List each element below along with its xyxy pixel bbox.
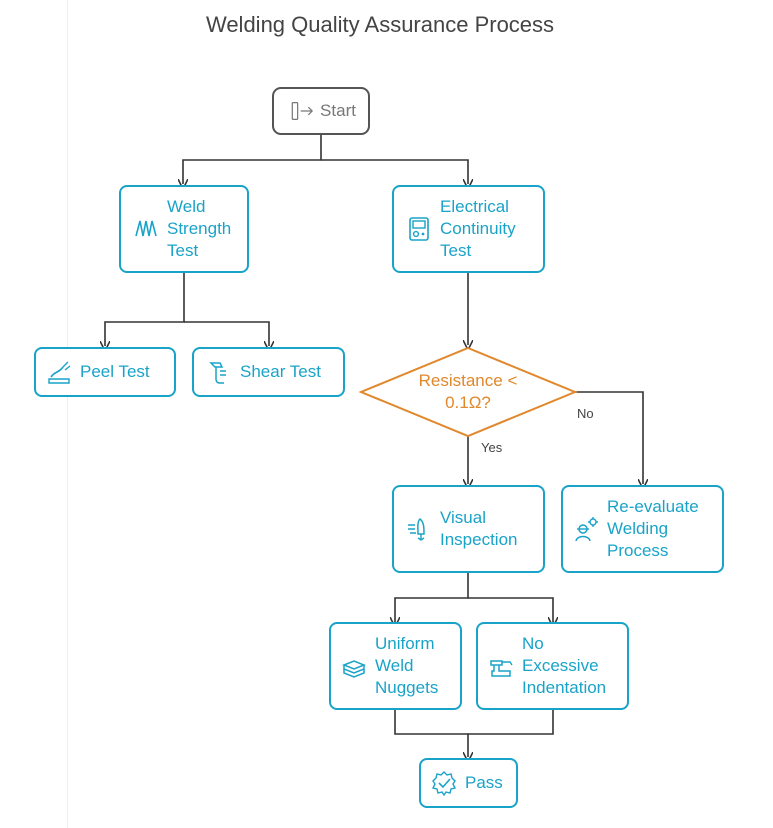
stacked-plates-icon	[341, 653, 367, 679]
visual-inspection-node: Visual Inspection	[392, 485, 545, 573]
shear-test-node: Shear Test	[192, 347, 345, 397]
peel-test-node: Peel Test	[34, 347, 176, 397]
reevaluate-line-1: Re-evaluate	[607, 497, 699, 516]
edge-weld-to-peel	[105, 272, 185, 346]
weld-strength-line-2: Strength	[167, 219, 232, 238]
decision-line-1: Resistance <	[418, 371, 518, 390]
electrical-line-3: Test	[440, 241, 472, 260]
diagram-title: Welding Quality Assurance Process	[205, 12, 555, 37]
anvil-press-icon	[488, 653, 514, 679]
weld-strength-node: Weld Strength Test	[119, 185, 249, 273]
spring-icon	[133, 216, 159, 242]
start-label: Start	[320, 101, 356, 120]
pass-label: Pass	[465, 773, 503, 792]
start-node: Start	[272, 87, 370, 135]
edge-start-to-electrical	[321, 159, 468, 184]
reevaluate-line-2: Welding	[607, 519, 669, 538]
uniform-weld-nuggets-node: Uniform Weld Nuggets	[329, 622, 462, 710]
no-excessive-line-1: No	[522, 634, 544, 653]
peel-test-label: Peel Test	[80, 362, 150, 381]
uniform-line-2: Weld	[375, 656, 414, 675]
electrical-continuity-node: Electrical Continuity Test	[392, 185, 545, 273]
reevaluate-node: Re-evaluate Welding Process	[561, 485, 724, 573]
badge-check-icon	[431, 770, 457, 796]
electrical-line-2: Continuity	[440, 219, 516, 238]
multimeter-icon	[406, 216, 432, 242]
worker-gear-icon	[573, 516, 599, 542]
inspection-light-icon	[406, 516, 432, 542]
decision-diamond	[358, 346, 578, 438]
peel-icon	[46, 359, 72, 385]
enter-arrow-icon	[286, 98, 320, 124]
decision-line-2: 0.1Ω?	[445, 393, 491, 412]
edge-visual-to-uniform	[395, 573, 469, 622]
uniform-line-3: Nuggets	[375, 678, 439, 697]
visual-line-1: Visual	[440, 508, 486, 527]
visual-line-2: Inspection	[440, 530, 518, 549]
uniform-line-1: Uniform	[375, 634, 435, 653]
edge-weld-to-shear	[184, 321, 269, 346]
shear-test-label: Shear Test	[240, 362, 321, 381]
reevaluate-line-3: Process	[607, 541, 669, 560]
no-excessive-line-3: Indentation	[522, 678, 607, 697]
shear-tool-icon	[206, 359, 232, 385]
edge-decision-no	[575, 391, 643, 484]
edge-start-to-weld	[183, 135, 322, 184]
decision-label: Resistance < 0.1Ω?	[388, 370, 548, 414]
edge-label-yes: Yes	[481, 440, 503, 455]
edge-uniform-to-pass	[394, 710, 468, 757]
canvas-guide-line	[67, 0, 68, 828]
weld-strength-line-3: Test	[167, 241, 199, 260]
edge-no-excessive-to-pass	[468, 710, 554, 735]
no-excessive-line-2: Excessive	[522, 656, 599, 675]
edge-visual-to-no-excessive	[468, 597, 553, 622]
no-excessive-indentation-node: No Excessive Indentation	[476, 622, 629, 710]
weld-strength-line-1: Weld	[167, 197, 206, 216]
electrical-line-1: Electrical	[440, 197, 509, 216]
edge-label-no: No	[577, 406, 594, 421]
pass-node: Pass	[419, 758, 518, 808]
